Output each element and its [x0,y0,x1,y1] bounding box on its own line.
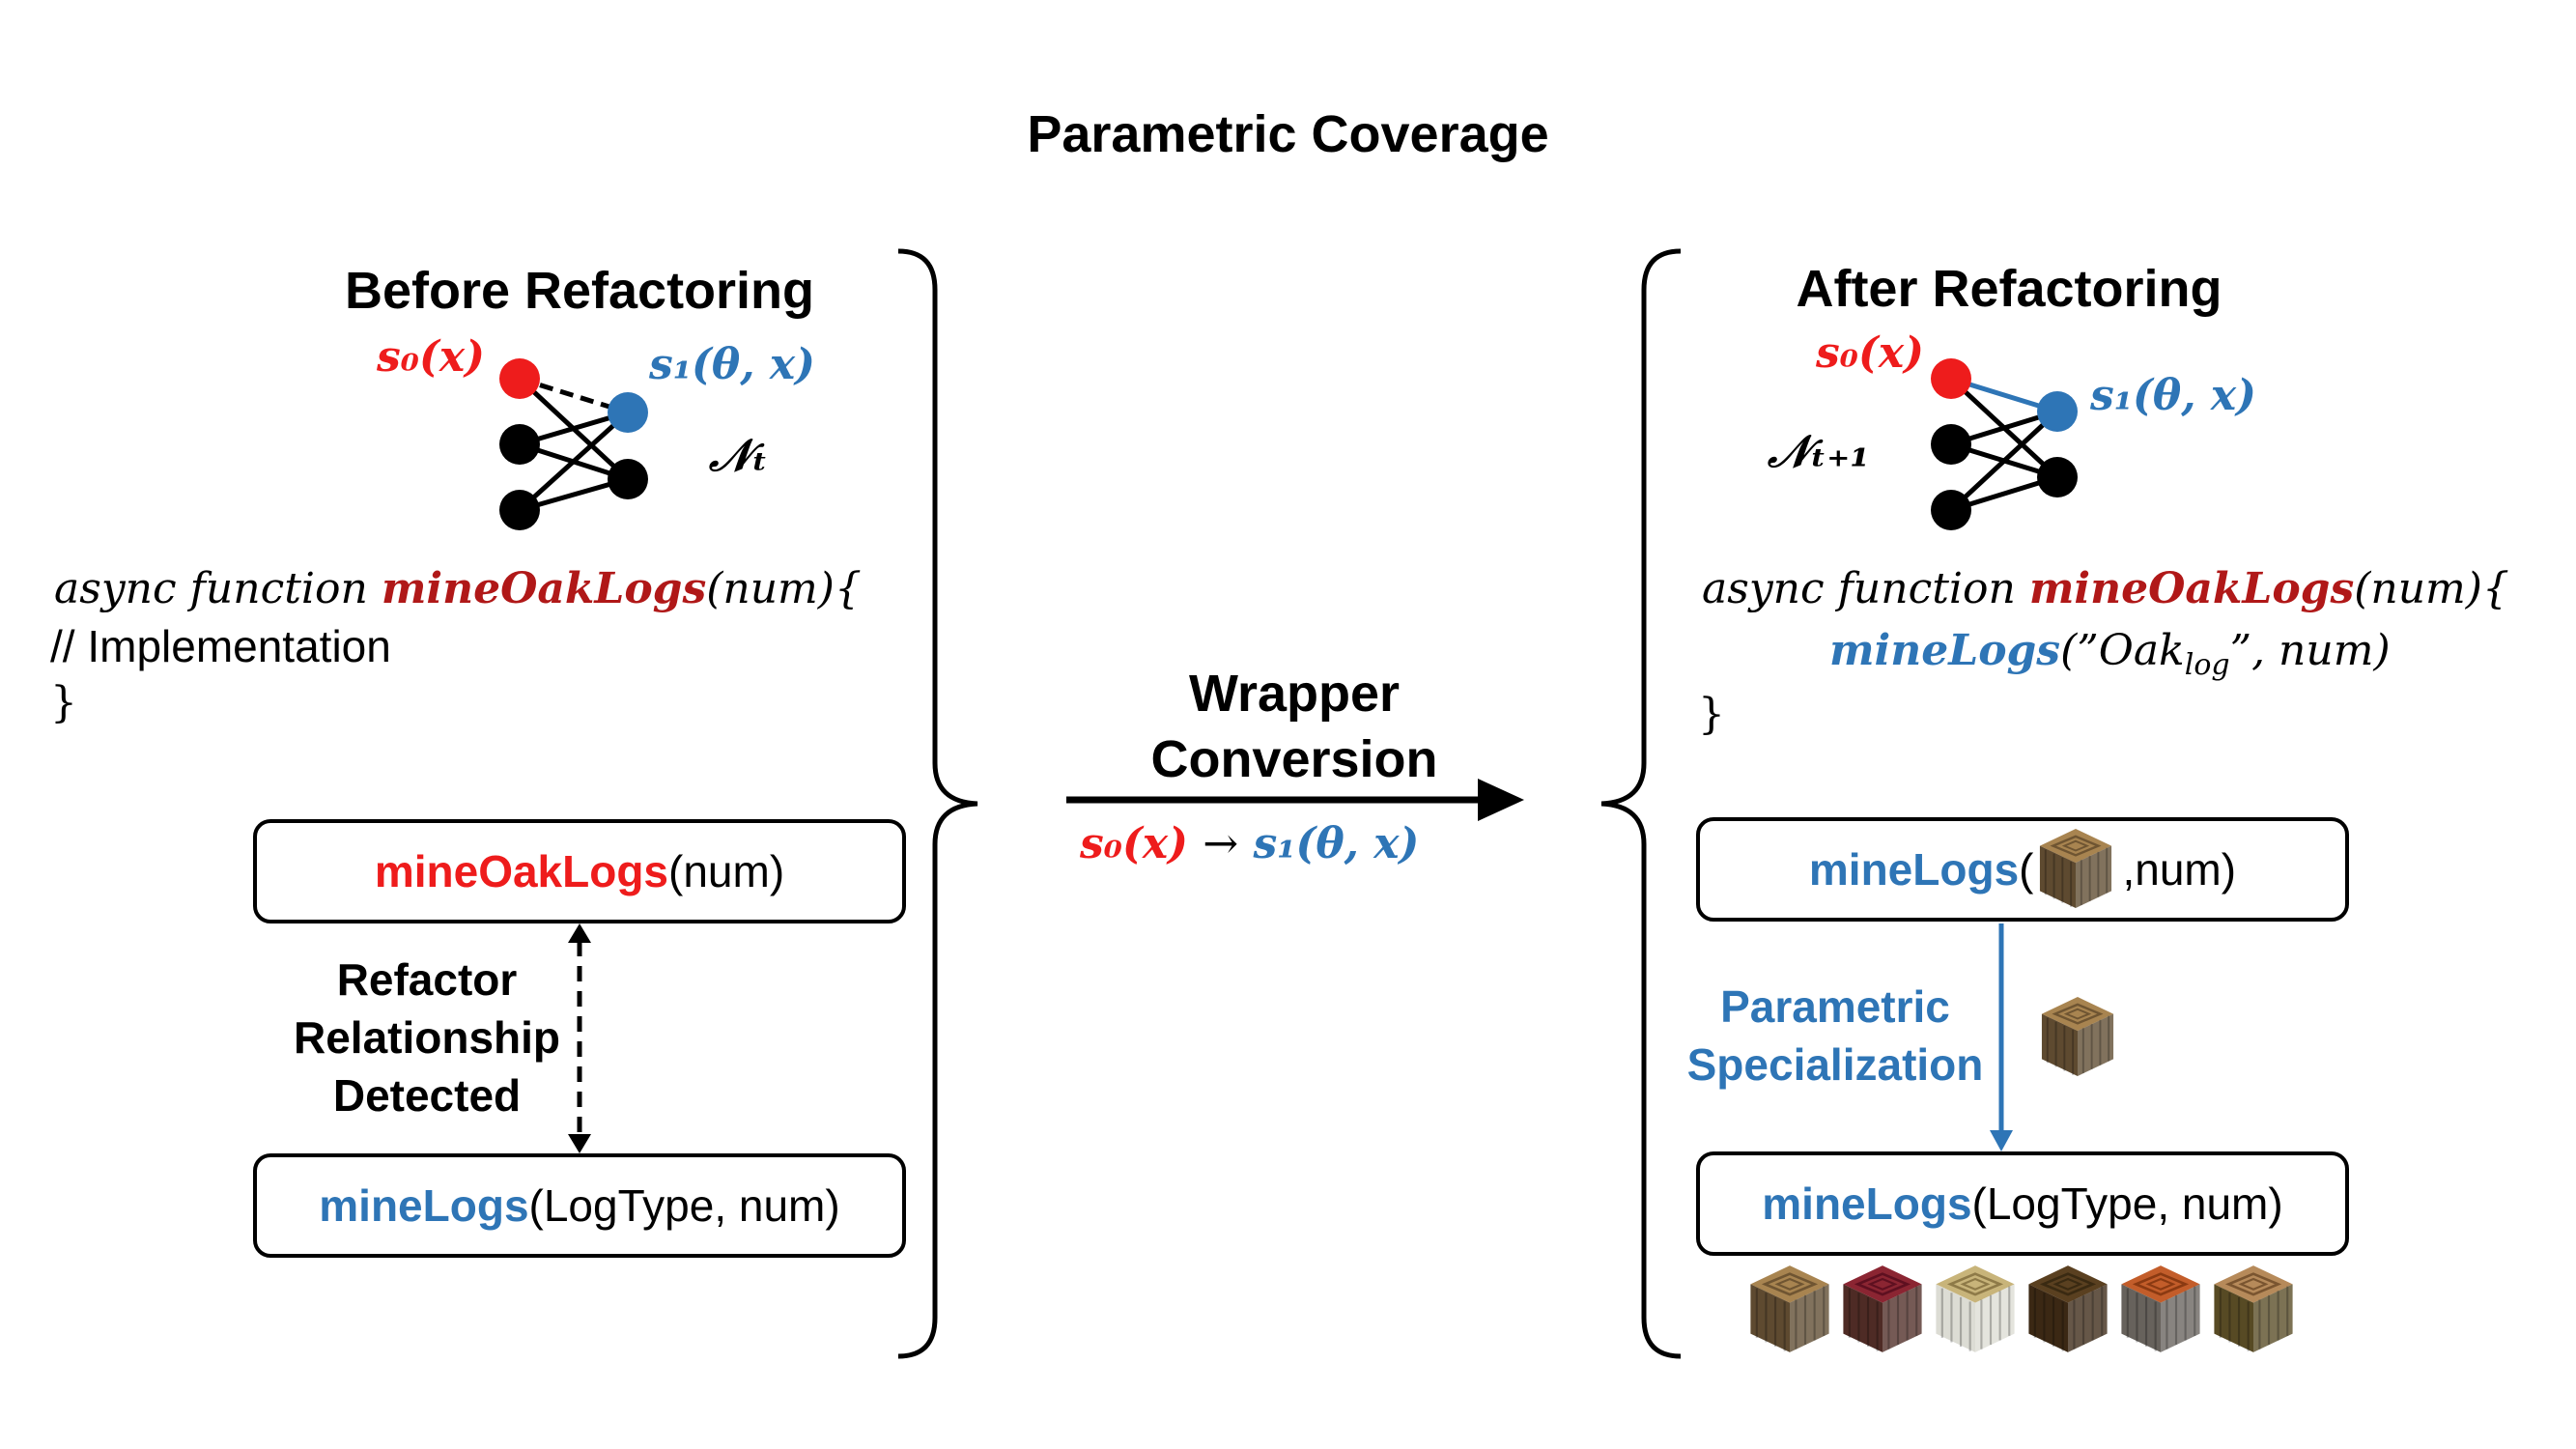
after-code-args: (num){ [2354,564,2509,613]
birch-log-block-icon [1936,1265,2015,1352]
dark-oak-log-block [2026,1264,2109,1359]
conversion-formula: s₀(x) → s₁(θ, x) [1080,819,1419,868]
before-s1-label: s₁(θ, x) [649,340,815,389]
after-node [1931,424,1971,465]
oak-log-block-icon [1750,1265,1829,1352]
before-network [499,358,648,530]
left-brace [897,248,978,1359]
wrapper-line-2: Conversion [1150,730,1438,788]
after-network [1931,358,2078,530]
birch-log-block [1934,1264,2017,1359]
after-code-line1: async function mineOakLogs(num){ [1702,564,2509,613]
before-box-bottom-args: (LogType, num) [528,1180,840,1231]
before-node-s0 [499,358,540,399]
log-block-row [1748,1264,2308,1360]
before-code-function-name: mineOakLogs [381,564,707,613]
after-code-line3: } [1698,690,1725,739]
conversion-from: s₀(x) [1080,819,1188,868]
after-s0-label: s₀(x) [1816,328,1924,378]
crimson-log-block [1841,1264,1924,1359]
before-s0-label: s₀(x) [377,332,485,382]
after-heading: After Refactoring [1796,260,2222,318]
diagram-title: Parametric Coverage [1027,105,1549,163]
after-node [2037,457,2078,497]
acacia-log-block [2119,1264,2202,1359]
right-brace [1600,248,1682,1359]
specialization-arrow-head [1990,1130,2013,1151]
acacia-log-block-icon [2121,1265,2200,1352]
parametric-specialization-label: Parametric Specialization [1671,978,1999,1094]
after-code-call-arg: Oak [2098,626,2185,675]
after-box-top-open: ( [2019,844,2034,895]
after-node-s1 [2037,391,2078,432]
refactor-relationship-label: Refactor Relationship Detected [263,951,591,1124]
specialization-line-1: Parametric [1720,981,1950,1032]
specialization-line-2: Specialization [1686,1039,1984,1090]
before-network-label: 𝒩ₜ [709,429,769,481]
conversion-arrow: → [1203,819,1239,868]
after-code-call-name: mineLogs [1829,626,2061,675]
before-box-minelogs: mineLogs(LogType, num) [253,1153,906,1258]
before-heading: Before Refactoring [344,262,815,320]
relationship-line-1: Refactor [336,954,518,1005]
after-box-minelogs: mineLogs(LogType, num) [1696,1151,2349,1256]
before-node-s1 [608,392,648,433]
after-code-call-open: (” [2060,626,2099,675]
refactor-arrow-head-up [568,923,591,943]
crimson-log-block-icon [1843,1265,1922,1352]
after-node-s0 [1931,358,1971,399]
before-code-line1: async function mineOakLogs(num){ [54,564,862,613]
jungle-log-block-icon [2214,1265,2293,1352]
oak-log-block-icon [2040,995,2115,1078]
dark-oak-log-block-icon [2028,1265,2108,1352]
relationship-line-2: Relationship [293,1012,561,1063]
after-box-minelogs-oak: mineLogs( ,num) [1696,817,2349,922]
relationship-line-3: Detected [332,1070,522,1121]
after-code-keyword: async function [1702,564,2029,613]
before-code-line3: } [50,678,77,727]
oak-log-block-icon [2038,827,2113,910]
after-code-line2: mineLogs(”Oaklog”, num) [1829,626,2391,682]
before-node [499,490,540,530]
before-edge [518,411,630,512]
wrapper-conversion-label: Wrapper Conversion [1062,661,1526,792]
before-box-top-args: (num) [668,846,785,896]
after-network-label: 𝒩ₜ₊₁ [1768,425,1870,477]
before-box-bottom-name: mineLogs [319,1180,529,1231]
after-box-top-name: mineLogs [1808,844,2020,895]
after-node [1931,490,1971,530]
after-box-top-close: ,num) [2122,844,2237,895]
before-code-keyword: async function [54,564,382,613]
before-node [608,459,648,499]
jungle-log-block [2212,1264,2295,1359]
after-code-call-arg-sub: log [2184,647,2230,682]
conversion-to: s₁(θ, x) [1253,819,1420,868]
after-box-bottom-name: mineLogs [1762,1179,1972,1229]
oak-log-block-icon [2041,997,2114,1076]
after-s1-label: s₁(θ, x) [2090,371,2256,420]
after-code-call-close: ”, num) [2229,626,2391,675]
before-box-top-name: mineOakLogs [374,846,669,896]
before-node [499,424,540,465]
wrapper-arrow-head [1478,779,1524,821]
wrapper-line-1: Wrapper [1188,665,1401,723]
oak-log-block [1748,1264,1831,1359]
oak-log-block-icon [2039,829,2112,908]
before-code-line2: // Implementation [50,621,391,671]
refactor-arrow-head-down [568,1134,591,1153]
before-box-mineoaklogs: mineOakLogs(num) [253,819,906,923]
after-box-bottom-args: (LogType, num) [1971,1179,2283,1229]
after-code-function-name: mineOakLogs [2028,564,2355,613]
before-code-args: (num){ [706,564,862,613]
after-edge [1949,410,2059,512]
